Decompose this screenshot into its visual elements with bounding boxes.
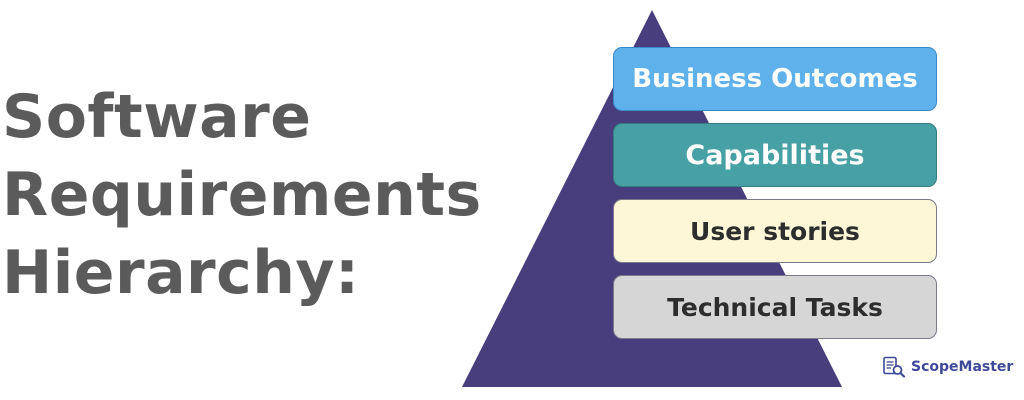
tier-label: Business Outcomes: [632, 64, 918, 94]
tier-label: User stories: [690, 216, 860, 246]
document-scope-icon: [883, 356, 906, 378]
tier-technical-tasks: Technical Tasks: [613, 275, 937, 339]
scopemaster-logo: ScopeMaster: [882, 356, 1013, 378]
title-line-3: Hierarchy:: [2, 238, 360, 308]
title-line-2: Requirements: [2, 160, 482, 230]
tier-label: Technical Tasks: [667, 292, 883, 322]
tier-capabilities: Capabilities: [613, 123, 937, 187]
tier-business-outcomes: Business Outcomes: [613, 47, 937, 111]
tier-user-stories: User stories: [613, 199, 937, 263]
diagram-title: Software Requirements Hierarchy:: [2, 78, 482, 312]
logo-text: ScopeMaster: [911, 359, 1014, 375]
title-line-1: Software: [2, 82, 312, 152]
tier-label: Capabilities: [685, 139, 865, 171]
